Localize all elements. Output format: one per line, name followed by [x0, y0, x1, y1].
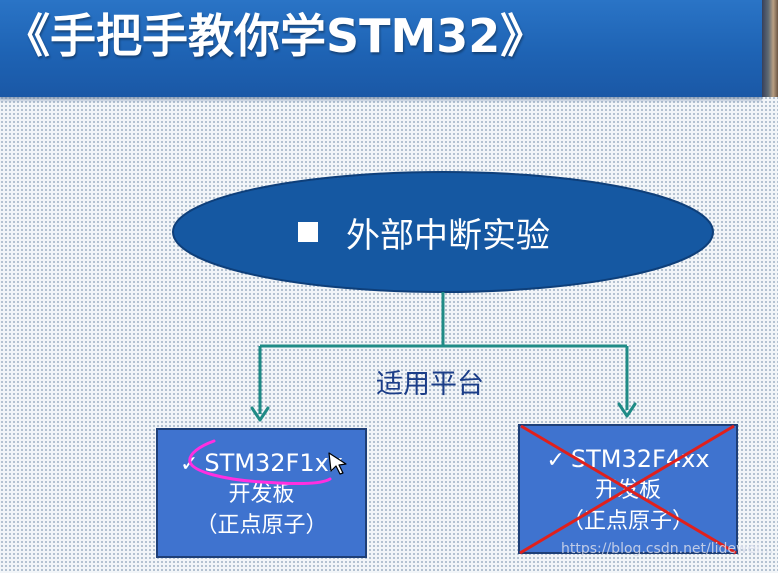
highlight-stroke [188, 439, 332, 486]
watermark-text: https://blog.csdn.net/lidewei... [561, 541, 774, 557]
topic-ellipse-label: 外部中断实验 [298, 207, 550, 257]
pen-cursor-icon [326, 450, 352, 480]
title-bar-shadow [0, 97, 762, 103]
board-vendor: （正点原子） [195, 513, 328, 538]
arrow-right-icon [617, 402, 637, 418]
board-box-f1: ✓STM32F1xx 开发板 （正点原子） [156, 428, 367, 558]
board-model: STM32F1xx [204, 449, 344, 477]
slide-title: 《手把手教你学STM32》 [4, 9, 547, 63]
bullet-square-icon [298, 222, 318, 242]
webcam-preview [762, 0, 778, 97]
topic-text: 外部中断实验 [346, 215, 550, 256]
check-icon: ✓ [546, 448, 565, 473]
connector-lines [258, 292, 629, 414]
board-type: 开发板 [228, 482, 295, 507]
cross-line-icon [519, 424, 735, 555]
board-vendor: （正点原子） [561, 509, 694, 534]
check-icon: ✓ [179, 452, 199, 477]
arrow-left-icon [250, 406, 270, 422]
platform-label: 适用平台 [376, 369, 484, 400]
title-bar: 《手把手教你学STM32》 [0, 0, 762, 97]
